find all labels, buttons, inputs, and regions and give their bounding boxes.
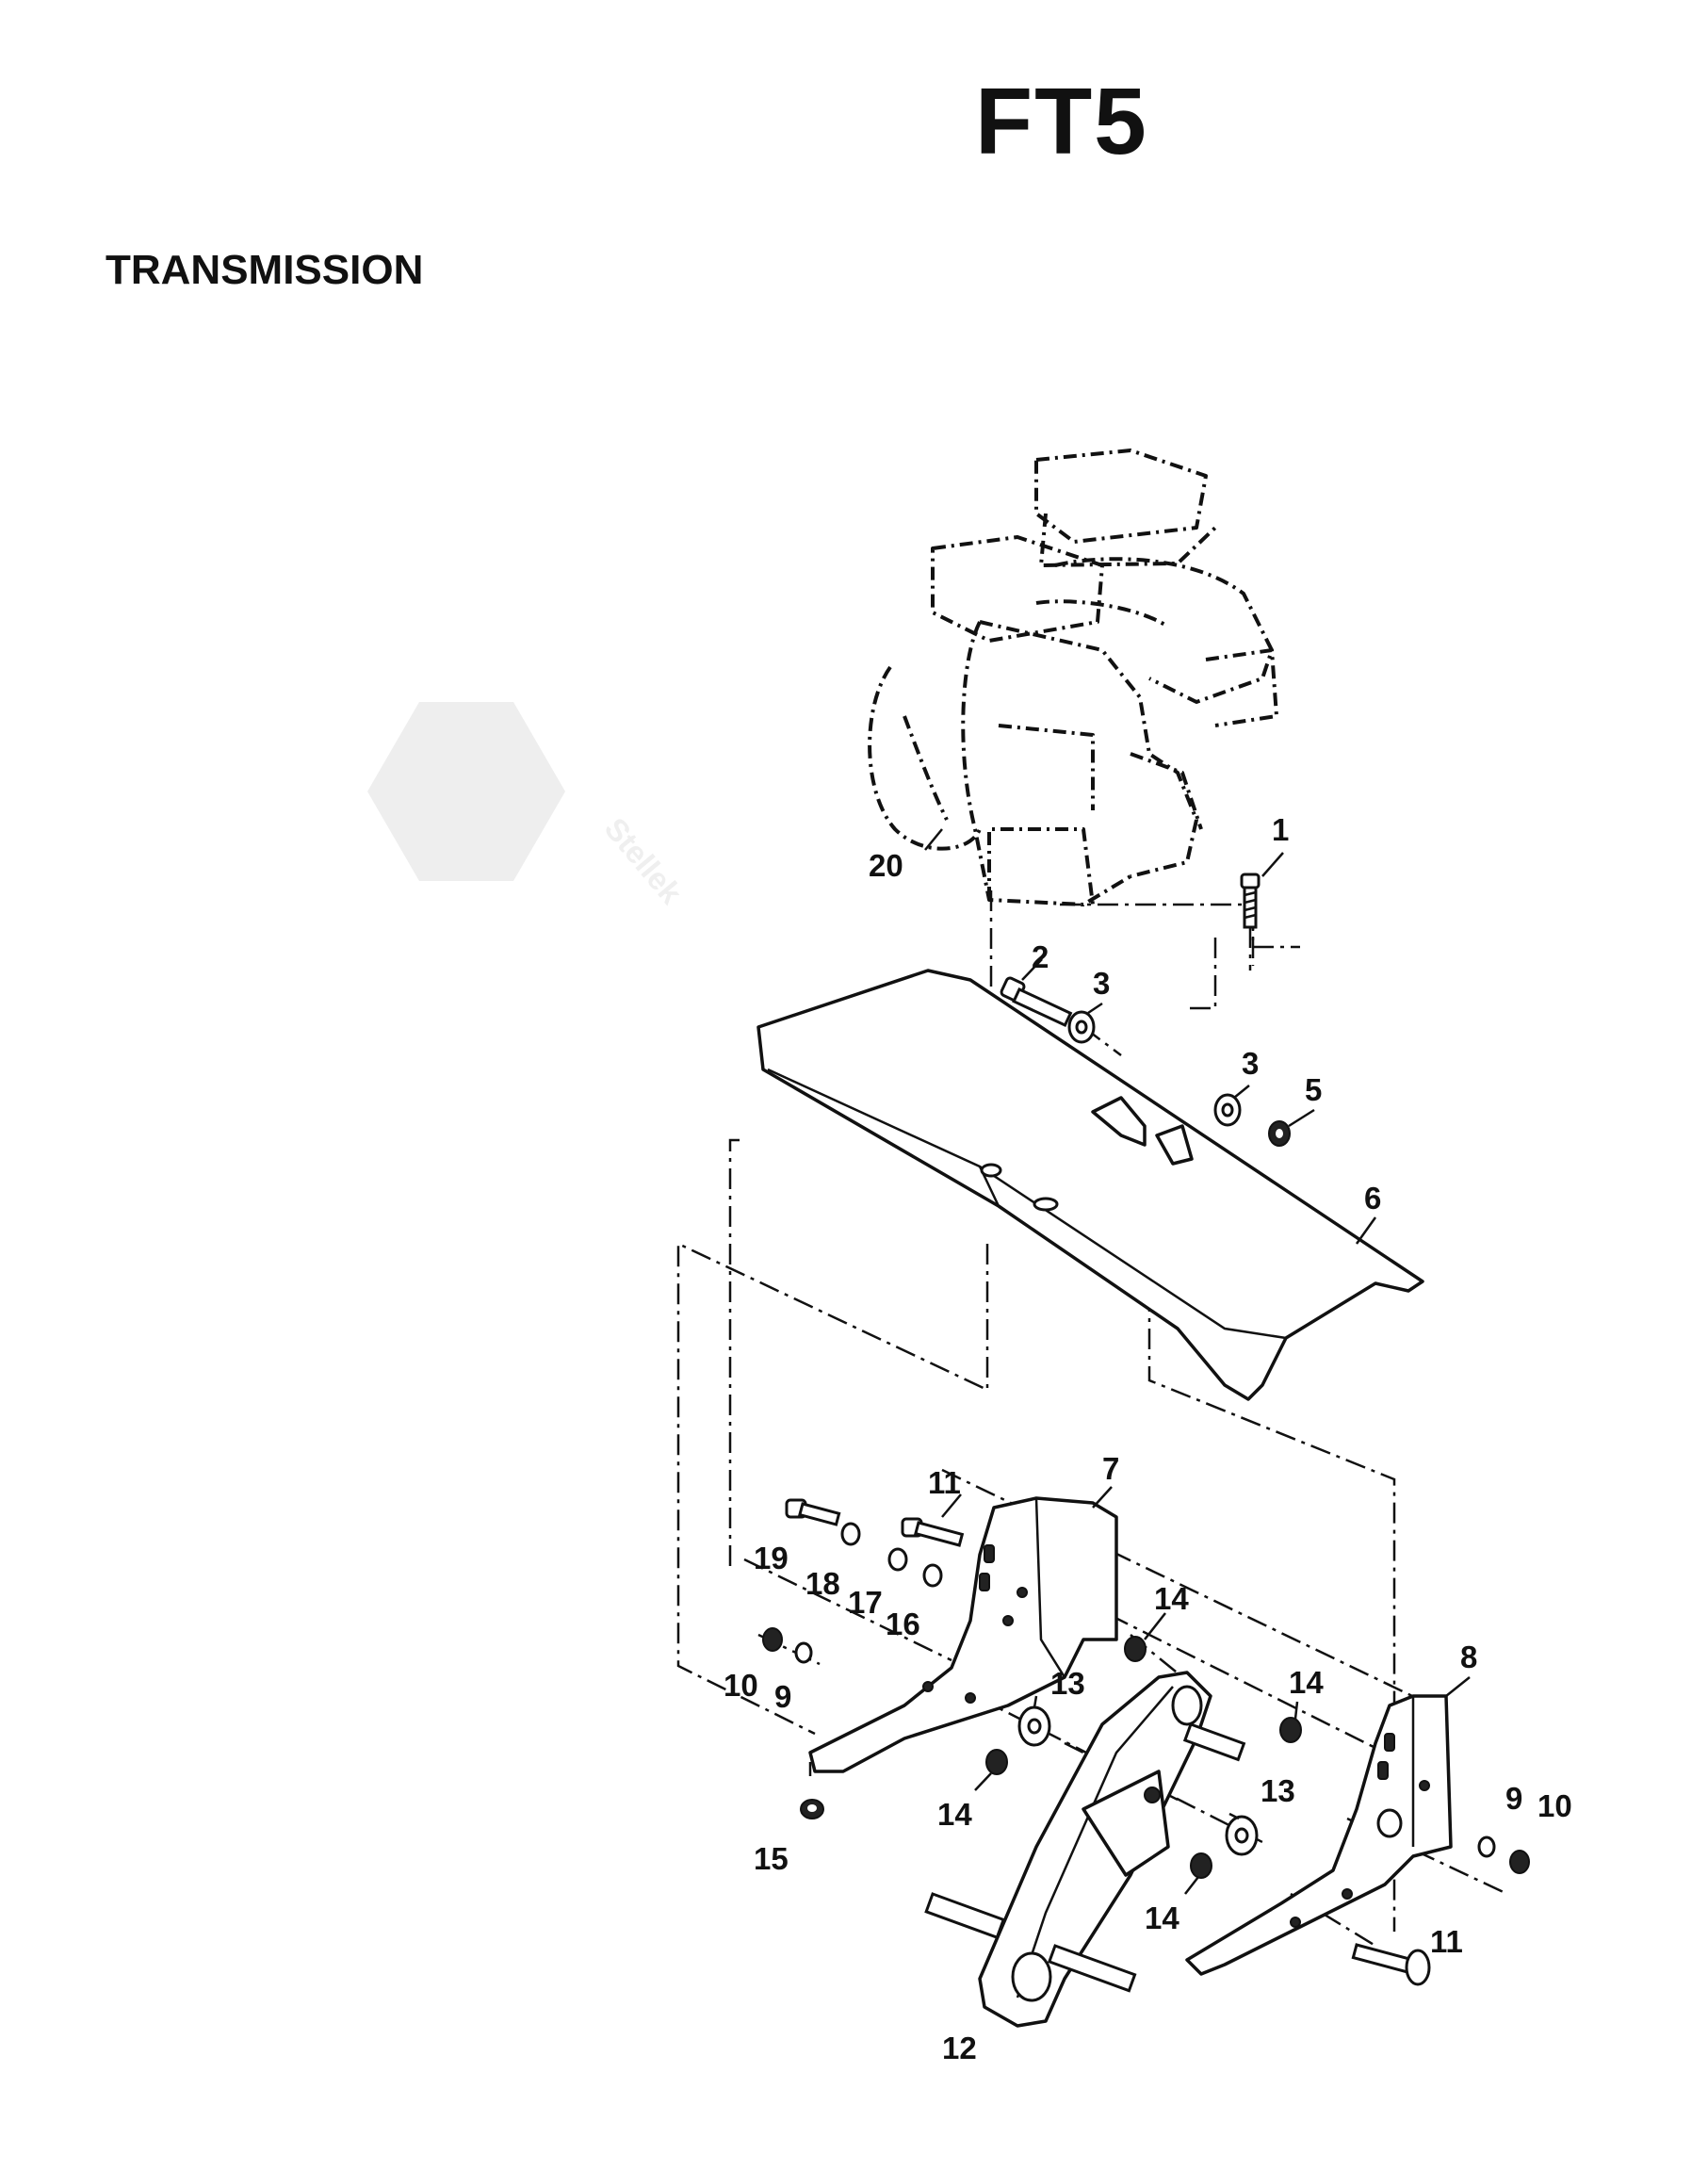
- model-title: FT5: [975, 69, 1148, 174]
- part-10-nut-right: [1509, 1850, 1530, 1874]
- part-19-bolt: [785, 1498, 841, 1526]
- part-9-washer-right: [1477, 1836, 1496, 1858]
- part-8-right-bracket: [1185, 1694, 1453, 1976]
- part-15-nut: [800, 1799, 824, 1819]
- part-14-spacer-b: [1279, 1717, 1302, 1743]
- callout-18: 18: [805, 1566, 840, 1601]
- callout-15: 15: [754, 1841, 789, 1876]
- callout-13b: 13: [1261, 1773, 1295, 1808]
- part-3-washer-lower: [1213, 1093, 1242, 1127]
- callout-16: 16: [886, 1607, 920, 1641]
- callout-19: 19: [754, 1541, 789, 1575]
- part-14-spacer-c: [985, 1749, 1008, 1775]
- callout-14a: 14: [1154, 1581, 1189, 1616]
- callout-8: 8: [1460, 1640, 1477, 1674]
- engine: [868, 449, 1278, 906]
- callout-12: 12: [942, 2031, 977, 2065]
- part-7-left-bracket: [808, 1496, 1118, 1773]
- callout-2: 2: [1032, 939, 1049, 974]
- callout-14b: 14: [1289, 1665, 1324, 1700]
- part-14-spacer-a: [1124, 1636, 1147, 1662]
- part-16-washer: [922, 1563, 943, 1588]
- callout-13a: 13: [1050, 1666, 1085, 1701]
- part-5-nut: [1268, 1120, 1291, 1147]
- part-12-transmission-housing: [924, 1671, 1246, 2028]
- callout-11a: 11: [928, 1465, 961, 1500]
- callout-9b: 9: [1505, 1781, 1522, 1816]
- part-14-spacer-d: [1190, 1852, 1212, 1879]
- callout-10b: 10: [1537, 1788, 1572, 1823]
- part-3-washer-upper: [1067, 1010, 1096, 1044]
- part-10-nut-left: [762, 1627, 783, 1652]
- part-11-bolt-upper: [901, 1517, 965, 1547]
- callout-20: 20: [869, 848, 903, 883]
- part-13-washer-left: [1017, 1705, 1051, 1747]
- callout-10a: 10: [724, 1668, 758, 1703]
- callout-11b: 11: [1430, 1924, 1463, 1959]
- callout-9a: 9: [774, 1679, 791, 1714]
- part-2-bolt: [1000, 976, 1073, 1028]
- callout-3a: 3: [1093, 966, 1110, 1001]
- callout-3b: 3: [1242, 1046, 1259, 1081]
- callout-7: 7: [1102, 1451, 1119, 1486]
- callout-17: 17: [848, 1585, 883, 1620]
- watermark-text: Stellek: [598, 811, 690, 911]
- part-13-washer-right: [1225, 1815, 1259, 1856]
- part-11-bolt-lower: [1351, 1943, 1431, 1986]
- callout-1: 1: [1272, 812, 1289, 847]
- callout-labels: 1 2 3 3 5 6 7 8 9 9 10 10 11 11 12 13 13…: [724, 812, 1572, 2065]
- part-9-washer-left: [794, 1641, 813, 1664]
- part-17-washer: [887, 1547, 908, 1572]
- part-6-tine-shield: [756, 969, 1424, 1401]
- callout-14d: 14: [1145, 1901, 1179, 1935]
- callout-leaders: [924, 828, 1471, 1895]
- callout-5: 5: [1305, 1072, 1322, 1107]
- callout-14c: 14: [937, 1797, 972, 1832]
- part-18-washer: [840, 1522, 861, 1546]
- callout-6: 6: [1364, 1181, 1381, 1216]
- part-1-bolt: [1240, 873, 1261, 971]
- section-title: TRANSMISSION: [106, 247, 424, 293]
